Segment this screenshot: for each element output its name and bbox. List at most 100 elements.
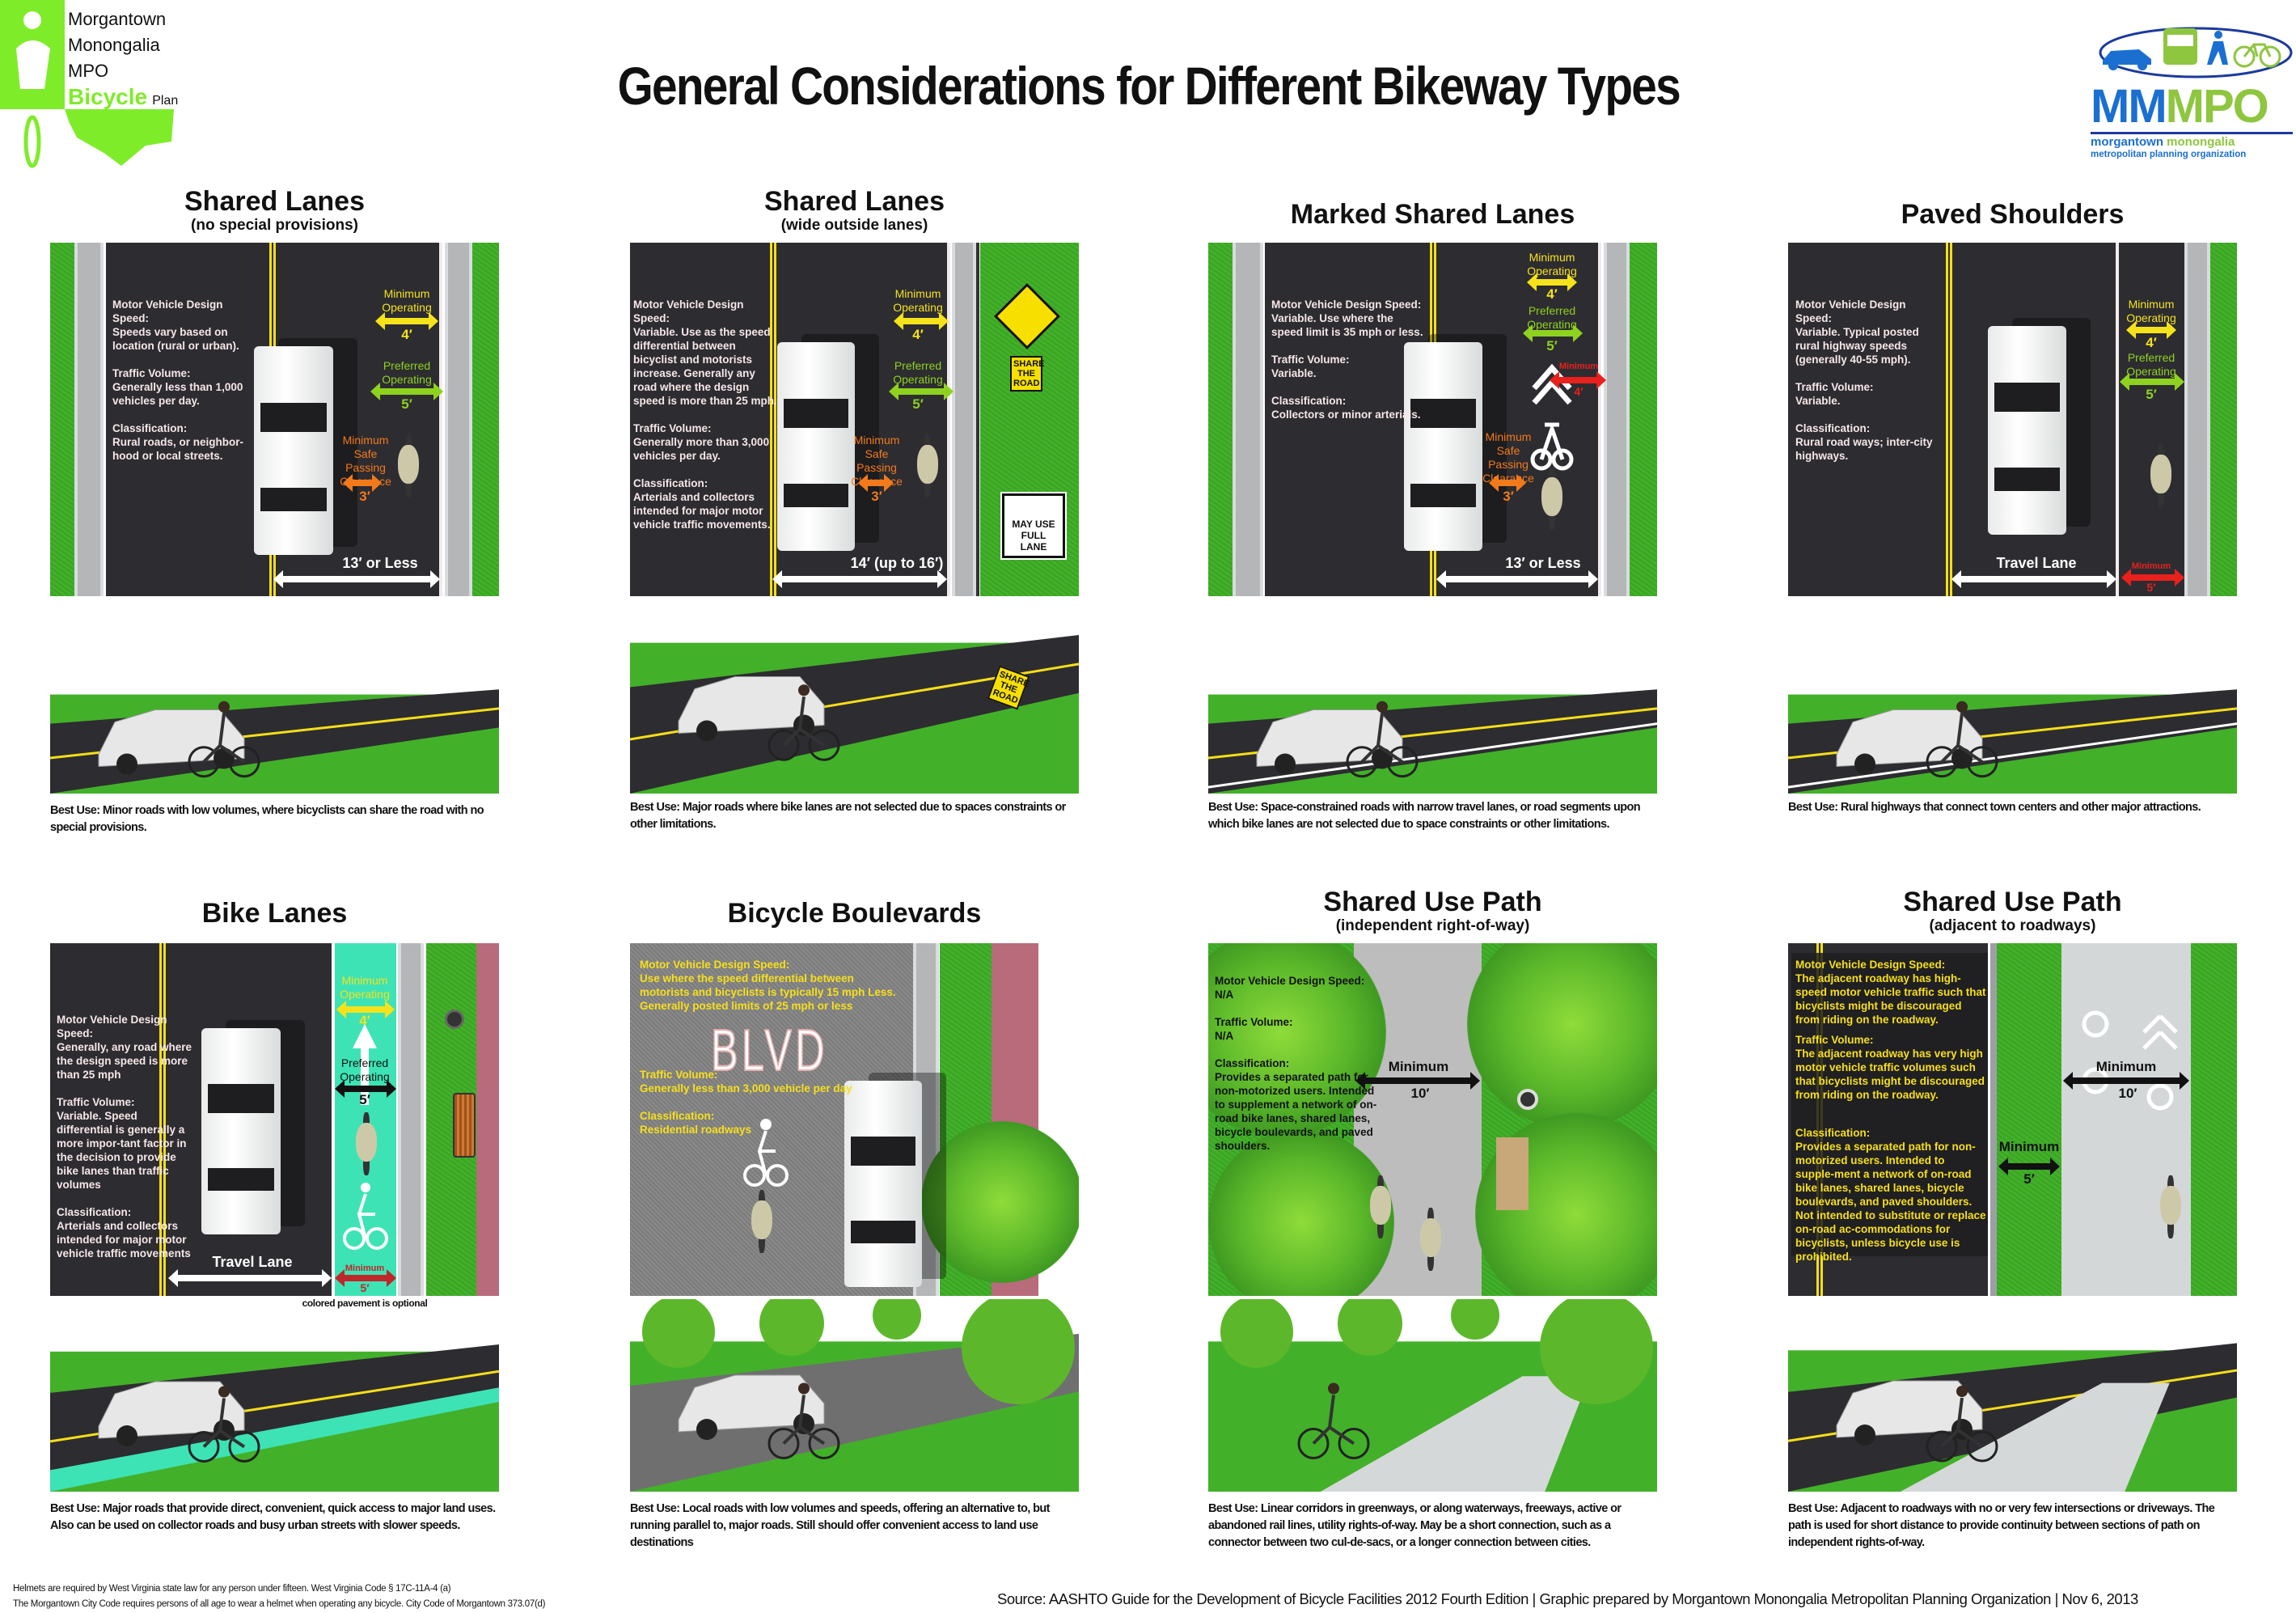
preferred-operating-arrow-icon [2120, 373, 2184, 391]
buffer-minimum-label: Minimum [1998, 1139, 2060, 1154]
min-operating-label: Minimum Operating [340, 974, 390, 1001]
speed-label: Motor Vehicle Design Speed: [1795, 959, 1946, 971]
tree-canopy [962, 1299, 1075, 1404]
cyclist-body [1312, 1395, 1355, 1446]
class-value: Arterials and collectors intended for ma… [633, 491, 771, 531]
logo-monongalia: monongalia [2167, 135, 2235, 149]
perspective-view [50, 1312, 499, 1492]
cyclist-head [798, 1382, 810, 1395]
tree-canopy [642, 1299, 715, 1368]
volume-value: Generally more than 3,000 vehicles per d… [633, 436, 770, 462]
panel-title: Shared Lanes [184, 186, 365, 217]
class-value: Arterials and collectors intended for ma… [57, 1220, 191, 1259]
cyclist-head [798, 684, 810, 696]
perspective-view [1208, 1299, 1657, 1492]
cyclist-body [1360, 713, 1404, 764]
class-label: Classification: [1795, 1127, 1871, 1139]
panel-title: Paved Shoulders [1901, 199, 2125, 230]
travel-lane-label: Travel Lane [212, 1254, 293, 1270]
min-operating-value: 4′ [912, 327, 924, 342]
class-label: Classification: [112, 422, 188, 434]
lane-width-arrow-icon [772, 570, 947, 588]
car-wheel [116, 1425, 137, 1446]
lane-width-arrow-icon [1436, 570, 1598, 588]
volume-label: Traffic Volume: [57, 1096, 135, 1108]
logo-mpo-name: metropolitan planning organization [2091, 150, 2247, 159]
plan-view: Motor Vehicle Design Speed:Variable. Typ… [1788, 243, 2237, 596]
min-operating-arrow-icon [375, 312, 438, 330]
volume-value: Generally less than 1,000 vehicles per d… [112, 381, 243, 407]
safe-passing-value: 3′ [359, 489, 370, 504]
cyclist-top-view [356, 1123, 377, 1162]
buffer-width-arrow-icon [1998, 1158, 2060, 1175]
perspective-view [1208, 667, 1657, 794]
car-wheel [116, 753, 137, 775]
car-top-view [201, 1028, 281, 1234]
lane-width-arrow-icon [273, 570, 440, 588]
panel-title: Shared Lanes [764, 186, 945, 217]
panel-title: Shared Use Path [1903, 887, 2122, 917]
min-operating-label: Minimum Operating [382, 287, 432, 314]
minimum-value: 4′ [1574, 385, 1584, 398]
best-use-text: Best Use: Minor roads with low volumes, … [50, 804, 484, 834]
bicycle-wheel [188, 1431, 220, 1463]
bicycle-wheel [767, 1428, 800, 1459]
cyclist-body [782, 1395, 826, 1446]
minimum-width-arrow-icon [1355, 1072, 1480, 1090]
plan-view: SHARE THE ROAD MAY USE FULL LANE Motor V… [630, 243, 1079, 596]
class-value: Collectors or minor arterials. [1271, 409, 1421, 421]
preferred-operating-arrow-icon [889, 383, 953, 400]
class-label: Classification: [57, 1206, 132, 1218]
class-value: Provides a separated path for non-motori… [1215, 1071, 1377, 1152]
panel-shared-lanes-no-provisions: Shared Lanes (no special provisions) Mot… [50, 0, 499, 841]
cyclist-top-view [1420, 1218, 1441, 1257]
volume-value: The adjacent roadway has very high motor… [1795, 1048, 1985, 1101]
volume-label: Traffic Volume: [1215, 1016, 1293, 1028]
cyclist-body [1940, 713, 1984, 764]
preferred-operating-value: 5′ [912, 396, 924, 412]
bike-lane-strip [50, 1387, 499, 1492]
panel-bike-lanes: Bike Lanes Motor Vehicle Design Speed:Ge… [50, 0, 499, 1553]
safe-passing-arrow-icon [343, 474, 382, 492]
panel-paved-shoulders: Paved Shoulders Motor Vehicle Design Spe… [1788, 0, 2237, 841]
panel-subtitle: (no special provisions) [191, 217, 358, 234]
cyclist-top-view [917, 445, 938, 484]
bicycle-wheel [1966, 746, 1998, 778]
bicycle-wheel [188, 746, 220, 778]
cyclist-head [1956, 701, 1968, 713]
cyclist-top-view [751, 1200, 772, 1239]
speed-value: Speeds vary based on location (rural or … [112, 326, 239, 352]
tree-canopy [759, 1299, 824, 1356]
preferred-operating-value: 5′ [1546, 338, 1558, 354]
speed-value: N/A [1215, 989, 1234, 1001]
tree-canopy [873, 1299, 921, 1340]
cyclist-head [218, 1386, 230, 1398]
class-value: Rural roads, or neighbor-hood or local s… [112, 436, 244, 462]
minimum-label: Minimum [1388, 1059, 1449, 1074]
bicycle-wheel [767, 729, 800, 761]
car-top-view [1988, 326, 2066, 535]
lane-arrow-marking-icon [353, 1024, 377, 1105]
speed-label: Motor Vehicle Design Speed: [640, 959, 790, 971]
travel-lane-arrow-icon [168, 1269, 332, 1287]
source-credit: Source: AASHTO Guide for the Development… [997, 1590, 2138, 1607]
volume-label: Traffic Volume: [112, 367, 191, 379]
volume-value: Variable. Speed differential is generall… [57, 1110, 187, 1191]
minimum-label: Minimum [1558, 362, 1599, 371]
panel-shared-lanes-wide-outside: Shared Lanes (wide outside lanes) SHARE … [630, 0, 1079, 841]
volume-value: Variable. [1271, 367, 1317, 379]
blvd-pavement-marking: BLVD [710, 1018, 828, 1084]
min-operating-label: Minimum Operating [893, 287, 943, 314]
min-operating-label: Minimum Operating [1527, 251, 1577, 277]
lane-width-label: 14′ (up to 16′) [850, 555, 944, 571]
min-operating-value: 4′ [359, 1013, 370, 1028]
speed-value: Variable. Typical posted rural highway s… [1795, 326, 1919, 366]
minimum-label: Minimum [345, 1264, 385, 1273]
tree-icon [1467, 943, 1657, 1129]
speed-label: Motor Vehicle Design Speed: [57, 1014, 167, 1039]
city-helmet-note: The Morgantown City Code requires person… [13, 1599, 546, 1609]
bicycle-wheel [808, 729, 840, 761]
bicycle-wheel [808, 1428, 840, 1459]
volume-value: Generally less than 3,000 vehicle per da… [640, 1082, 852, 1094]
class-label: Classification: [1795, 422, 1871, 434]
